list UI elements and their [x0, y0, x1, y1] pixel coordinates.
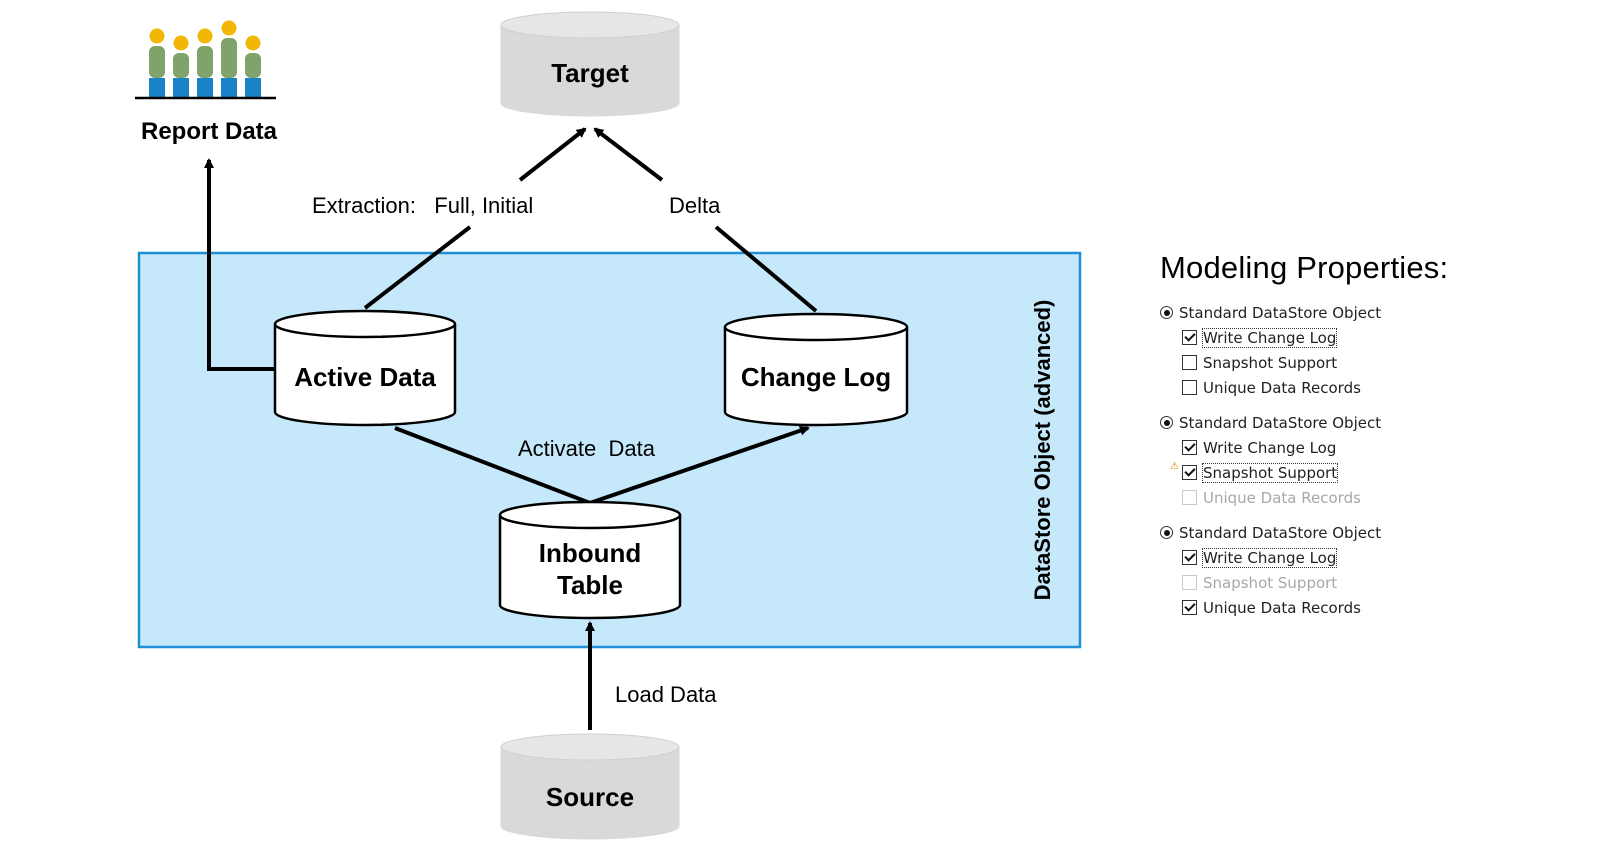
warning-icon: ⚠: [1170, 461, 1179, 472]
extraction-line-lower: [363, 225, 472, 310]
checkbox-icon[interactable]: [1182, 465, 1197, 480]
radio-label: Standard DataStore Object: [1179, 523, 1382, 542]
radio-label: Standard DataStore Object: [1179, 413, 1382, 432]
change-log-label: Change Log: [741, 362, 891, 392]
option-label: Write Change Log: [1201, 327, 1338, 348]
option-label: Write Change Log: [1203, 438, 1337, 457]
option-label: Unique Data Records: [1203, 378, 1361, 397]
source-database: Source: [500, 733, 680, 840]
option-row[interactable]: Unique Data Records: [1160, 595, 1580, 620]
target-database: Target: [500, 11, 680, 117]
checkbox-icon[interactable]: [1182, 550, 1197, 565]
change-log-database: Change Log: [723, 312, 909, 427]
delta-arrow-upper: [593, 127, 664, 182]
radio-label: Standard DataStore Object: [1179, 303, 1382, 322]
checkbox-icon[interactable]: [1182, 355, 1197, 370]
modeling-properties-panel: Modeling Properties: Standard DataStore …: [1160, 250, 1580, 630]
option-label: Snapshot Support: [1203, 353, 1338, 372]
inbound-table-database: Inbound Table: [498, 500, 682, 620]
option-row: Snapshot Support: [1160, 570, 1580, 595]
option-row[interactable]: Write Change Log: [1160, 435, 1580, 460]
target-label: Target: [551, 58, 629, 88]
datastore-container-label: DataStore Object (advanced): [1030, 300, 1055, 601]
report-data-people-icon: [135, 20, 276, 100]
inbound-table-label-line2: Table: [557, 570, 623, 600]
radio-button-icon[interactable]: [1160, 416, 1173, 429]
source-label: Source: [546, 782, 634, 812]
standard-dso-radio-row[interactable]: Standard DataStore Object: [1160, 520, 1580, 545]
checkbox-icon[interactable]: [1182, 380, 1197, 395]
checkbox-icon[interactable]: [1182, 600, 1197, 615]
standard-dso-radio-row[interactable]: Standard DataStore Object: [1160, 300, 1580, 325]
option-row[interactable]: Snapshot Support: [1160, 350, 1580, 375]
active-data-database: Active Data: [273, 309, 457, 427]
inbound-table-label-line1: Inbound: [539, 538, 642, 568]
radio-button-icon[interactable]: [1160, 306, 1173, 319]
checkbox-icon[interactable]: [1182, 330, 1197, 345]
checkbox-icon: [1182, 575, 1197, 590]
load-data-label: Load Data: [615, 682, 717, 707]
option-row[interactable]: ⚠ Snapshot Support: [1160, 460, 1580, 485]
option-row[interactable]: Write Change Log: [1160, 325, 1580, 350]
option-row: Unique Data Records: [1160, 485, 1580, 510]
activate-arrow-right: [589, 425, 810, 505]
option-label: Write Change Log: [1201, 547, 1338, 568]
report-data-arrow: [204, 158, 275, 371]
option-label: Snapshot Support: [1203, 573, 1338, 592]
option-label: Unique Data Records: [1203, 598, 1361, 617]
option-label: Unique Data Records: [1203, 488, 1361, 507]
modeling-properties-title: Modeling Properties:: [1160, 250, 1449, 285]
delta-line-lower: [714, 225, 818, 313]
active-data-label: Active Data: [294, 362, 436, 392]
option-label: Snapshot Support: [1201, 462, 1339, 483]
standard-dso-radio-row[interactable]: Standard DataStore Object: [1160, 410, 1580, 435]
option-row[interactable]: Write Change Log: [1160, 545, 1580, 570]
checkbox-icon[interactable]: [1182, 440, 1197, 455]
activate-data-label: Activate Data: [518, 436, 656, 461]
radio-button-icon[interactable]: [1160, 526, 1173, 539]
option-row[interactable]: Unique Data Records: [1160, 375, 1580, 400]
extraction-arrow-upper: [518, 127, 587, 182]
delta-label: Delta: [669, 193, 721, 218]
checkbox-icon: [1182, 490, 1197, 505]
extraction-label: Extraction: Full, Initial: [312, 193, 533, 218]
activate-line-left: [394, 426, 591, 505]
report-data-label: Report Data: [141, 118, 278, 145]
